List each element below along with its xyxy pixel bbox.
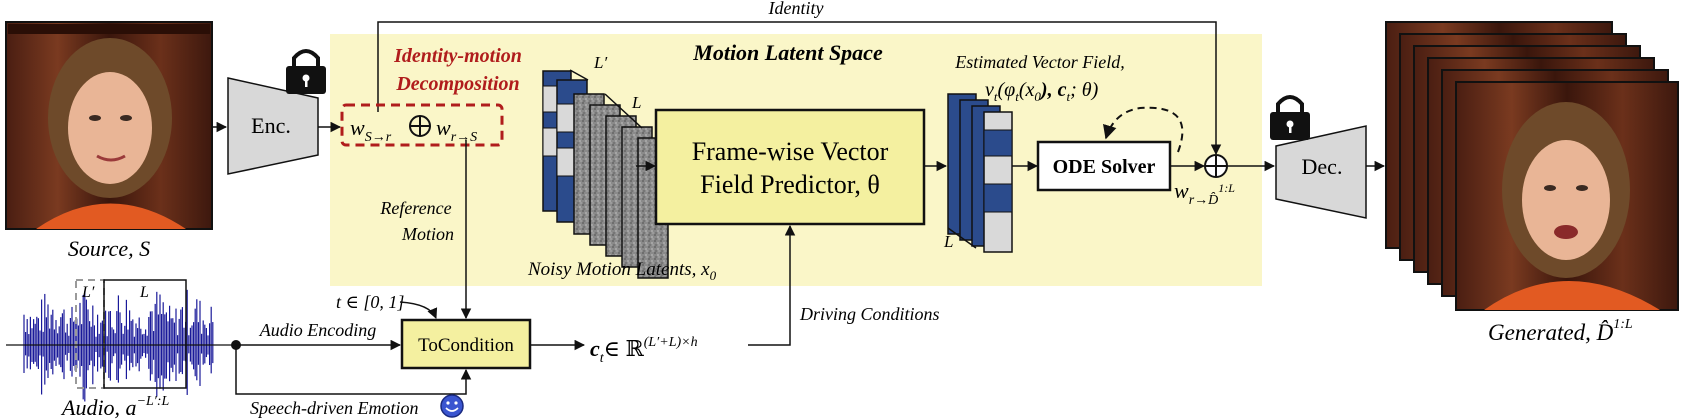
decomposition-box [340,103,504,147]
lock-icon [286,49,326,94]
L-prime-bracket [569,69,589,81]
t-range-arrow [399,301,438,319]
w-r-s: wr→S [436,115,477,145]
ode-solver-label: ODE Solver [1053,156,1156,178]
estimated-vf-line1: Estimated Vector Field, [954,52,1124,72]
decoder-lock-icon [1270,95,1310,140]
speech-emotion-label: Speech-driven Emotion [250,398,418,418]
decoder-label: Dec. [1302,154,1343,179]
noisy-motion-latents [542,70,669,279]
audio-L-prime-label: L′ [81,284,95,301]
reference-label-line2: Motion [401,224,454,244]
audio-window-L-prime [75,279,105,389]
ct-label: ct∈ ℝ(L′+L)×h [590,335,698,366]
encoder-label: Enc. [251,113,291,138]
generated-label: Generated, D̂1:L [1488,317,1633,345]
driving-conditions-path [748,224,796,346]
L-label: L [631,93,641,112]
decoder-block [1275,125,1367,219]
L-bracket [604,93,643,129]
fvp-line2: Field Predictor, θ [700,170,880,199]
decomp-title-line2: Decomposition [395,73,519,95]
audio-L-label: L [139,284,149,301]
estimated-vf-line2: vt(φt(x0), ct; θ) [985,79,1099,104]
frame-wise-vector-field-predictor [654,108,926,226]
audio-label: Audio, a−L′:L [60,394,170,419]
driving-conditions-label: Driving Conditions [799,304,940,324]
noisy-latents-label: Noisy Motion Latents, x0 [527,259,717,283]
ode-solver-box [1036,140,1172,192]
smiley-icon [440,394,464,418]
motion-latent-space-title: Motion Latent Space [692,40,883,65]
oplus-icon [409,115,431,137]
reference-label-line1: Reference [379,198,451,218]
identity-label: Identity [768,0,824,18]
audio-encoding-label: Audio Encoding [259,320,376,340]
tocondition-label: ToCondition [418,335,514,356]
identity-path [377,21,1222,156]
t-range-label: t ∈ [0, 1] [336,292,404,312]
audio-waveform [23,289,214,402]
ode-loop-arrow [1103,106,1184,153]
w-output: wr→D̂1:L [1174,178,1235,208]
vf-L-bracket [947,227,977,249]
estimated-vector-field-stack [947,93,1013,253]
speech-emotion-path [235,345,472,395]
source-label: Source, S [68,236,150,261]
audio-window-L [103,279,187,389]
source-image [5,21,213,230]
generated-frames [1385,21,1679,311]
w-s-r: wS→r [350,115,392,145]
combine-oplus-icon [1204,154,1228,178]
L-prime-label: L′ [593,53,607,72]
fvp-line1: Frame-wise Vector [692,137,889,166]
vf-L-label: L [943,232,953,251]
decomp-title-line1: Identity-motion [393,45,522,67]
tocondition-box [400,318,532,370]
